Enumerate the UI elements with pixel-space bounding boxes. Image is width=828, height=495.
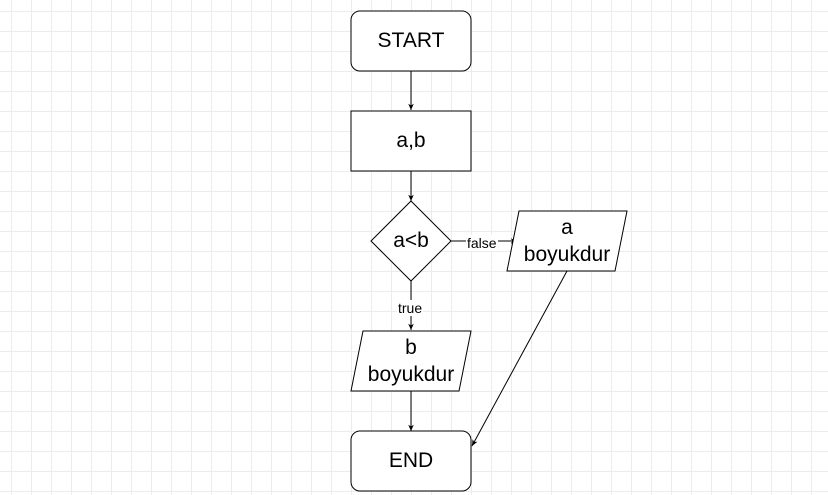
edge-true-label: true: [397, 300, 424, 316]
output-a-parallelogram[interactable]: [506, 210, 628, 272]
edge-false-label: false: [466, 235, 498, 251]
input-process-box[interactable]: [350, 110, 472, 172]
edge-output-a-to-end[interactable]: [471, 270, 568, 447]
end-terminator[interactable]: [350, 430, 472, 492]
start-terminator[interactable]: [350, 10, 472, 72]
output-b-parallelogram[interactable]: [350, 330, 472, 392]
decision-diamond[interactable]: [370, 200, 452, 282]
